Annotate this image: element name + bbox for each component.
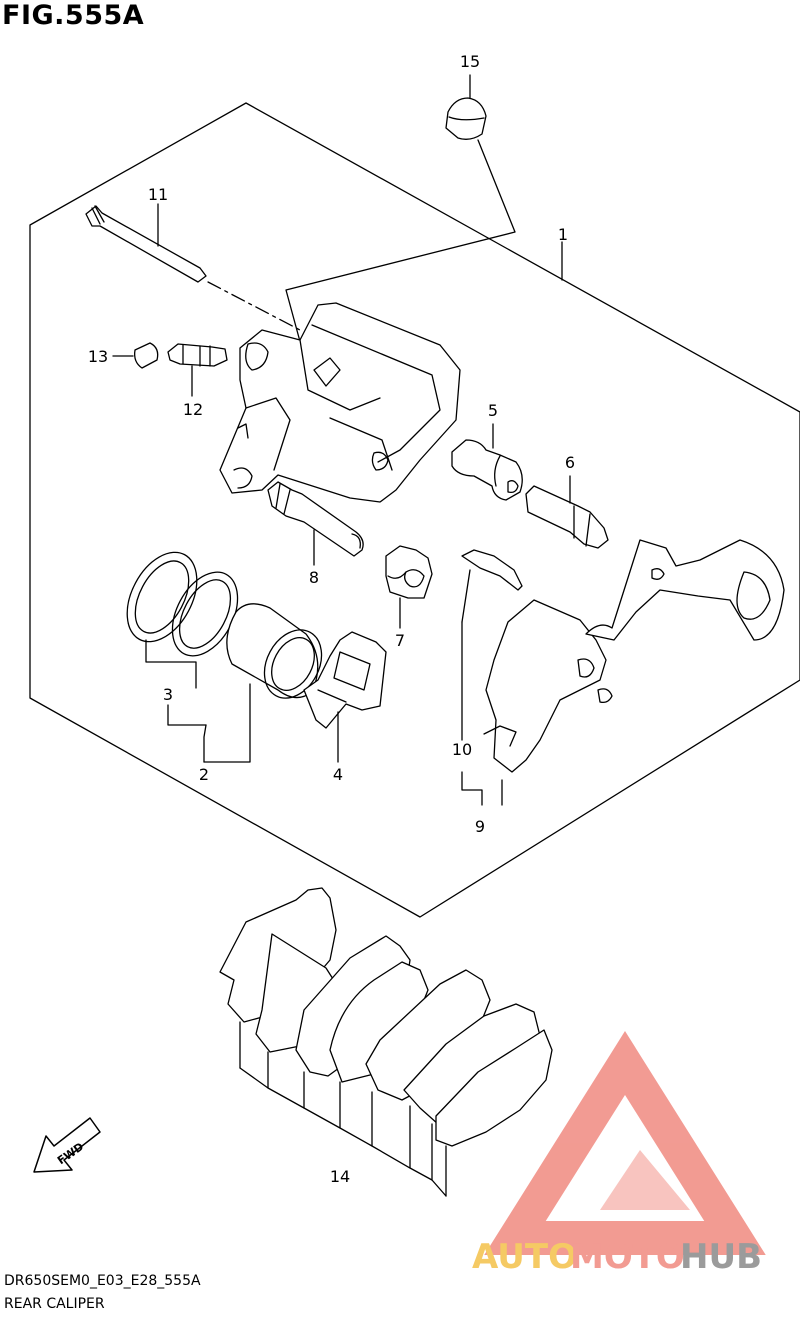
callout-9: 9 bbox=[475, 817, 485, 836]
part-7-boot bbox=[385, 545, 433, 629]
part-11-pin bbox=[85, 203, 301, 331]
callout-10: 10 bbox=[452, 740, 472, 759]
part-8-pin bbox=[267, 481, 364, 566]
callout-1: 1 bbox=[558, 225, 568, 244]
part-12-bleeder bbox=[167, 343, 228, 397]
watermark-auto: AUTO bbox=[472, 1237, 577, 1277]
callout-2: 2 bbox=[199, 765, 209, 784]
watermark-logo: AUTO MOTO HUB bbox=[472, 1031, 766, 1277]
callout-14: 14 bbox=[330, 1167, 350, 1186]
part-14-pads bbox=[219, 887, 553, 1197]
leader-15 bbox=[285, 139, 516, 383]
part-9-bracket bbox=[483, 539, 785, 806]
callout-8: 8 bbox=[309, 568, 319, 587]
part-3-seals bbox=[126, 551, 239, 726]
callout-5: 5 bbox=[488, 401, 498, 420]
callout-7: 7 bbox=[395, 631, 405, 650]
assembly-outline bbox=[29, 102, 800, 918]
callout-4: 4 bbox=[333, 765, 343, 784]
part-15-cap bbox=[445, 74, 487, 140]
part-1-caliper-body bbox=[219, 241, 563, 503]
part-13-cap bbox=[112, 342, 159, 369]
callout-15: 15 bbox=[460, 52, 480, 71]
callout-13: 13 bbox=[88, 347, 108, 366]
part-10-clip bbox=[461, 549, 523, 806]
callout-11: 11 bbox=[148, 185, 168, 204]
callout-12: 12 bbox=[183, 400, 203, 419]
callout-3: 3 bbox=[163, 685, 173, 704]
figure-title: FIG.555A bbox=[2, 0, 145, 31]
watermark-moto: MOTO bbox=[570, 1237, 685, 1277]
callout-6: 6 bbox=[565, 453, 575, 472]
part-5-sleeve bbox=[451, 423, 523, 501]
figure-code: DR650SEM0_E03_E28_555A bbox=[4, 1273, 201, 1289]
fwd-arrow-icon bbox=[33, 1117, 101, 1173]
part-4-spring bbox=[303, 631, 387, 763]
part-6-bolt bbox=[525, 475, 609, 549]
figure-name: REAR CALIPER bbox=[4, 1296, 105, 1312]
watermark-hub: HUB bbox=[680, 1237, 762, 1277]
